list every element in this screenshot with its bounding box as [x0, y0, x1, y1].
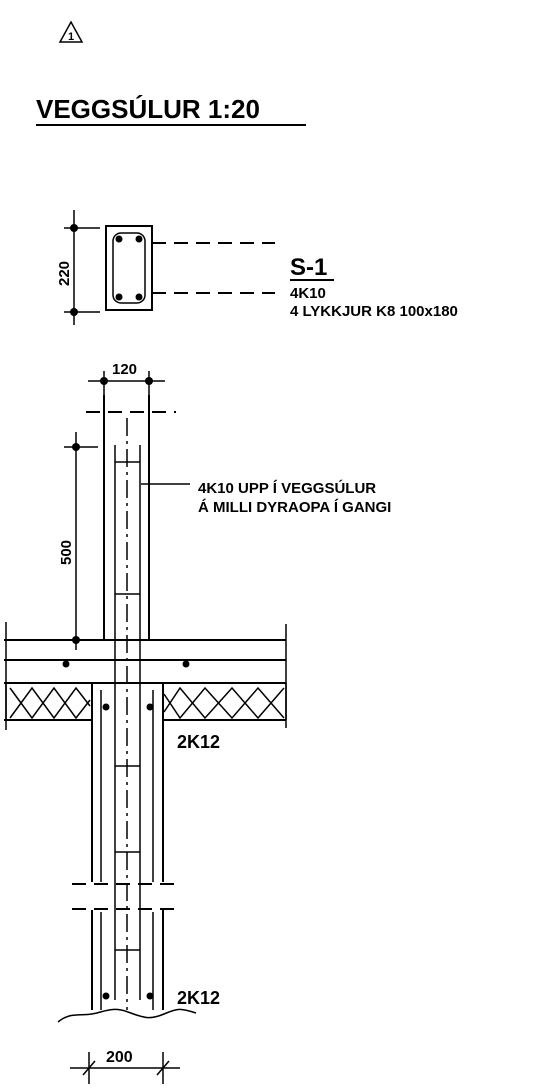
upper-rebar-note-line1: 4K10 UPP Í VEGGSÚLUR: [198, 479, 376, 497]
section-s1: [105, 225, 275, 311]
dimension-220-label: 220: [56, 261, 73, 286]
dimension-200: 200: [70, 1049, 180, 1084]
section-name: S-1: [290, 254, 327, 281]
revision-triangle: 1: [58, 20, 84, 43]
upper-rebar-note-line2: Á MILLI DYRAOPA Í GANGI: [198, 499, 391, 516]
dimension-220: 220: [56, 210, 100, 325]
floor-slab: [4, 622, 287, 730]
dimension-120-label: 120: [112, 361, 137, 378]
revision-number: 1: [68, 31, 74, 43]
upper-column: [103, 395, 150, 1010]
rebar-mid-label: 2K12: [177, 732, 220, 752]
dimension-500: 500: [58, 432, 104, 650]
section-rebar: 4K10: [290, 285, 326, 302]
footing: [57, 910, 197, 1023]
dimension-120: 120: [88, 361, 165, 396]
rebar-bottom-label: 2K12: [177, 988, 220, 1008]
lower-wall: [91, 683, 164, 882]
wall-break: [72, 883, 176, 910]
drawing-title: VEGGSÚLUR 1:20: [36, 94, 260, 124]
section-stirrups: 4 LYKKJUR K8 100x180: [290, 303, 458, 320]
dimension-200-label: 200: [106, 1049, 133, 1066]
dimension-500-label: 500: [58, 540, 75, 565]
